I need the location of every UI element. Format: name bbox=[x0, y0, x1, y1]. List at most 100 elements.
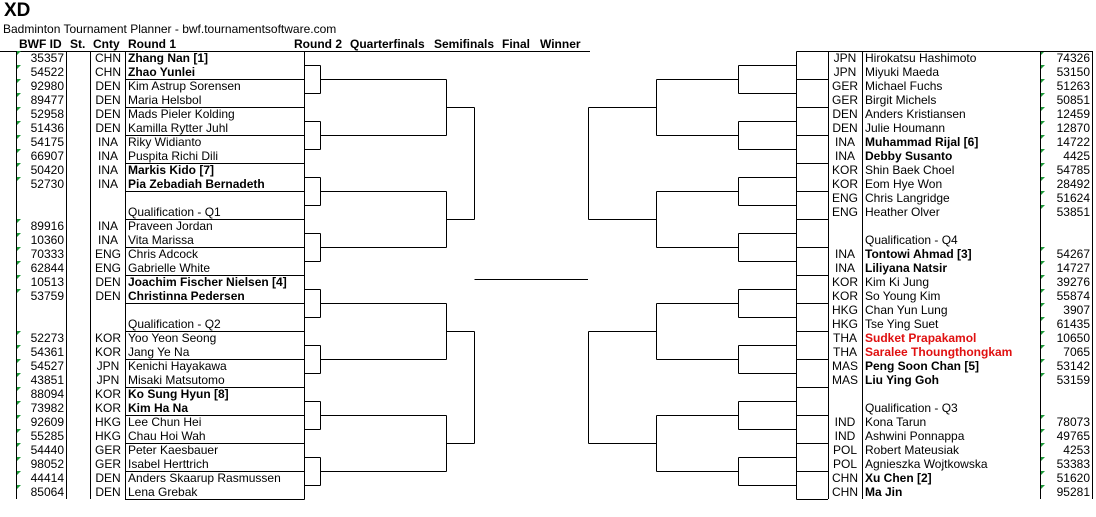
country-code[interactable]: DEN bbox=[95, 275, 121, 289]
player-name[interactable]: Chris Langridge bbox=[865, 191, 950, 205]
country-code[interactable]: INA bbox=[97, 163, 118, 177]
player-name[interactable]: Liu Ying Goh bbox=[865, 373, 939, 387]
country-code[interactable]: THA bbox=[833, 345, 857, 359]
bwf-id-cell[interactable]: 85064 bbox=[16, 485, 66, 499]
draw-row[interactable]: Qualification - Q3 bbox=[828, 401, 1092, 415]
bwf-id-cell[interactable]: 70333 bbox=[16, 247, 66, 261]
draw-row[interactable]: 78073 IND Kona Tarun bbox=[828, 415, 1092, 429]
player-name[interactable]: Kona Tarun bbox=[865, 415, 927, 429]
player-name[interactable]: Debby Susanto bbox=[865, 149, 953, 163]
bwf-id-cell[interactable]: 14727 bbox=[1040, 261, 1092, 275]
player-name[interactable]: Vita Marissa bbox=[128, 233, 194, 247]
country-code[interactable]: DEN bbox=[95, 485, 121, 499]
bwf-id-cell[interactable]: 53159 bbox=[1040, 373, 1092, 387]
country-code[interactable]: CHN bbox=[832, 485, 858, 499]
country-code[interactable]: JPN bbox=[833, 65, 857, 79]
country-code[interactable]: CHN bbox=[95, 51, 121, 65]
player-name[interactable]: Kenichi Hayakawa bbox=[128, 359, 227, 373]
country-code[interactable]: ENG bbox=[94, 261, 121, 275]
bwf-id-cell[interactable]: 53851 bbox=[1040, 205, 1092, 219]
player-name[interactable]: Praveen Jordan bbox=[128, 219, 213, 233]
country-code[interactable]: HKG bbox=[831, 317, 858, 331]
bwf-id-cell[interactable]: 12870 bbox=[1040, 121, 1092, 135]
header-round2[interactable]: Round 2 bbox=[294, 37, 342, 51]
bwf-id-cell[interactable]: 78073 bbox=[1040, 415, 1092, 429]
country-code[interactable]: KOR bbox=[94, 387, 121, 401]
player-name[interactable]: So Young Kim bbox=[865, 289, 941, 303]
bwf-id-cell[interactable]: 53150 bbox=[1040, 65, 1092, 79]
country-code[interactable]: KOR bbox=[831, 163, 858, 177]
country-code[interactable]: INA bbox=[97, 233, 118, 247]
country-code[interactable]: HKG bbox=[94, 429, 121, 443]
player-name[interactable]: Heather Olver bbox=[865, 205, 940, 219]
draw-row[interactable]: Qualification - Q1 bbox=[16, 205, 304, 219]
player-name[interactable]: Peter Kaesbauer bbox=[128, 443, 219, 457]
country-code[interactable]: HKG bbox=[94, 415, 121, 429]
country-code[interactable]: DEN bbox=[832, 121, 858, 135]
player-name[interactable]: Riky Widianto bbox=[128, 135, 202, 149]
country-code[interactable]: KOR bbox=[94, 401, 121, 415]
country-code[interactable]: INA bbox=[97, 149, 118, 163]
player-name[interactable]: Maria Helsbol bbox=[128, 93, 202, 107]
country-code[interactable]: IND bbox=[834, 415, 856, 429]
bwf-id-cell[interactable]: 89477 bbox=[16, 93, 66, 107]
player-name[interactable]: Agnieszka Wojtkowska bbox=[865, 457, 988, 471]
player-name[interactable]: Markis Kido [7] bbox=[128, 163, 215, 177]
header-bwf-id[interactable]: BWF ID bbox=[19, 37, 62, 51]
bwf-id-cell[interactable]: 52958 bbox=[16, 107, 66, 121]
bwf-id-cell[interactable]: 89916 bbox=[16, 219, 66, 233]
qualification-label[interactable]: Qualification - Q1 bbox=[128, 205, 221, 219]
country-code[interactable]: DEN bbox=[95, 107, 121, 121]
bwf-id-cell[interactable]: 54175 bbox=[16, 135, 66, 149]
bwf-id-cell[interactable]: 7065 bbox=[1040, 345, 1092, 359]
bwf-id-cell[interactable]: 54440 bbox=[16, 443, 66, 457]
bwf-id-cell[interactable]: 28492 bbox=[1040, 177, 1092, 191]
country-code[interactable]: GER bbox=[94, 443, 121, 457]
player-name[interactable]: Kamilla Rytter Juhl bbox=[128, 121, 229, 135]
header-final[interactable]: Final bbox=[502, 37, 531, 51]
country-code[interactable]: JPN bbox=[96, 373, 120, 387]
country-code[interactable]: JPN bbox=[96, 359, 120, 373]
player-name[interactable]: Chan Yun Lung bbox=[865, 303, 948, 317]
country-code[interactable]: INA bbox=[834, 135, 855, 149]
header-st[interactable]: St. bbox=[70, 37, 86, 51]
player-name[interactable]: Muhammad Rijal [6] bbox=[865, 135, 979, 149]
bwf-id-cell[interactable]: 55874 bbox=[1040, 289, 1092, 303]
bwf-id-cell[interactable]: 54267 bbox=[1040, 247, 1092, 261]
bwf-id-cell[interactable]: 92609 bbox=[16, 415, 66, 429]
player-name[interactable]: Kim Astrup Sorensen bbox=[128, 79, 241, 93]
player-name[interactable]: Hirokatsu Hashimoto bbox=[865, 51, 977, 65]
header-quarterfinals[interactable]: Quarterfinals bbox=[350, 37, 425, 51]
bwf-id-cell[interactable]: 54361 bbox=[16, 345, 66, 359]
player-name[interactable]: Tontowi Ahmad [3] bbox=[865, 247, 972, 261]
draw-row[interactable]: Qualification - Q2 bbox=[16, 317, 304, 331]
bwf-id-cell[interactable]: 51620 bbox=[1040, 471, 1092, 485]
player-name[interactable]: Julie Houmann bbox=[865, 121, 946, 135]
bwf-id-cell[interactable]: 74326 bbox=[1040, 51, 1092, 65]
country-code[interactable]: GER bbox=[831, 79, 858, 93]
